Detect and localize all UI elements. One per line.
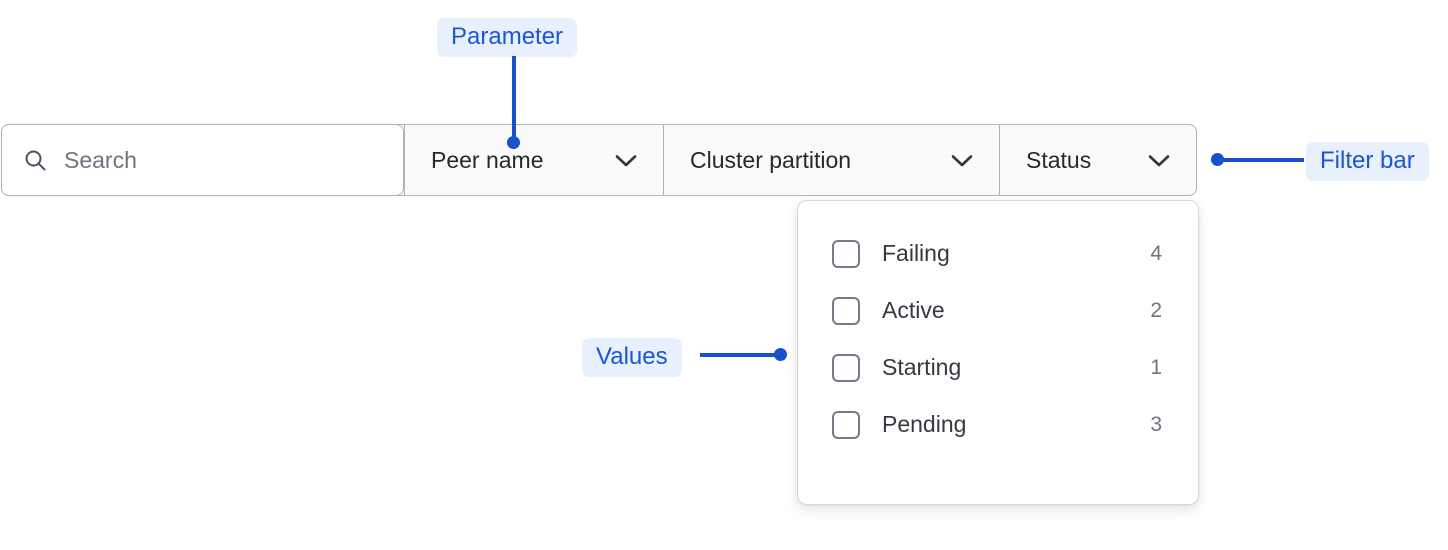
- list-item[interactable]: Pending 3: [832, 396, 1162, 453]
- chevron-down-icon: [951, 154, 973, 166]
- annotation-values: Values: [582, 338, 682, 377]
- search-input[interactable]: [64, 146, 364, 174]
- list-item-label: Starting: [882, 354, 962, 380]
- annotation-filter-bar-endpoint-dot: [1211, 153, 1224, 166]
- status-dropdown-panel: Failing 4 Active 2 Starting 1 Pending 3: [797, 200, 1199, 505]
- checkbox-pending[interactable]: [832, 410, 860, 439]
- filter-dropdown-status[interactable]: Status: [999, 125, 1196, 195]
- filter-dropdown-peer-name[interactable]: Peer name: [404, 125, 663, 195]
- chevron-down-icon: [615, 154, 637, 166]
- list-item-count: 4: [1150, 241, 1162, 265]
- filter-dropdown-status-label: Status: [1026, 146, 1092, 173]
- list-item-label: Active: [882, 297, 945, 323]
- list-item[interactable]: Starting 1: [832, 339, 1162, 396]
- filter-dropdown-peer-name-label: Peer name: [431, 146, 544, 173]
- list-item-label: Failing: [882, 240, 950, 266]
- annotation-parameter: Parameter: [437, 18, 578, 57]
- annotation-values-leader-line: [700, 353, 782, 357]
- list-item-label: Pending: [882, 411, 967, 437]
- annotation-filter-bar-leader-line: [1222, 158, 1304, 162]
- list-item[interactable]: Active 2: [832, 282, 1162, 339]
- annotation-filter-bar: Filter bar: [1306, 142, 1429, 181]
- list-item-count: 2: [1150, 298, 1162, 322]
- search-icon: [25, 150, 46, 171]
- list-item-count: 1: [1150, 355, 1162, 379]
- annotation-values-endpoint-dot: [774, 348, 787, 361]
- annotation-parameter-endpoint-dot: [507, 136, 520, 149]
- annotation-parameter-leader-line: [512, 56, 516, 144]
- checkbox-active[interactable]: [832, 296, 860, 325]
- search-segment: [1, 124, 404, 196]
- checkbox-failing[interactable]: [832, 239, 860, 268]
- list-item-count: 3: [1150, 412, 1162, 436]
- list-item[interactable]: Failing 4: [832, 225, 1162, 282]
- filter-dropdown-cluster-partition[interactable]: Cluster partition: [663, 125, 999, 195]
- filter-dropdown-cluster-partition-label: Cluster partition: [690, 146, 852, 173]
- search-box[interactable]: [1, 124, 404, 196]
- chevron-down-icon: [1148, 154, 1170, 166]
- filter-bar: Peer name Cluster partition Status: [1, 124, 1197, 196]
- checkbox-starting[interactable]: [832, 353, 860, 382]
